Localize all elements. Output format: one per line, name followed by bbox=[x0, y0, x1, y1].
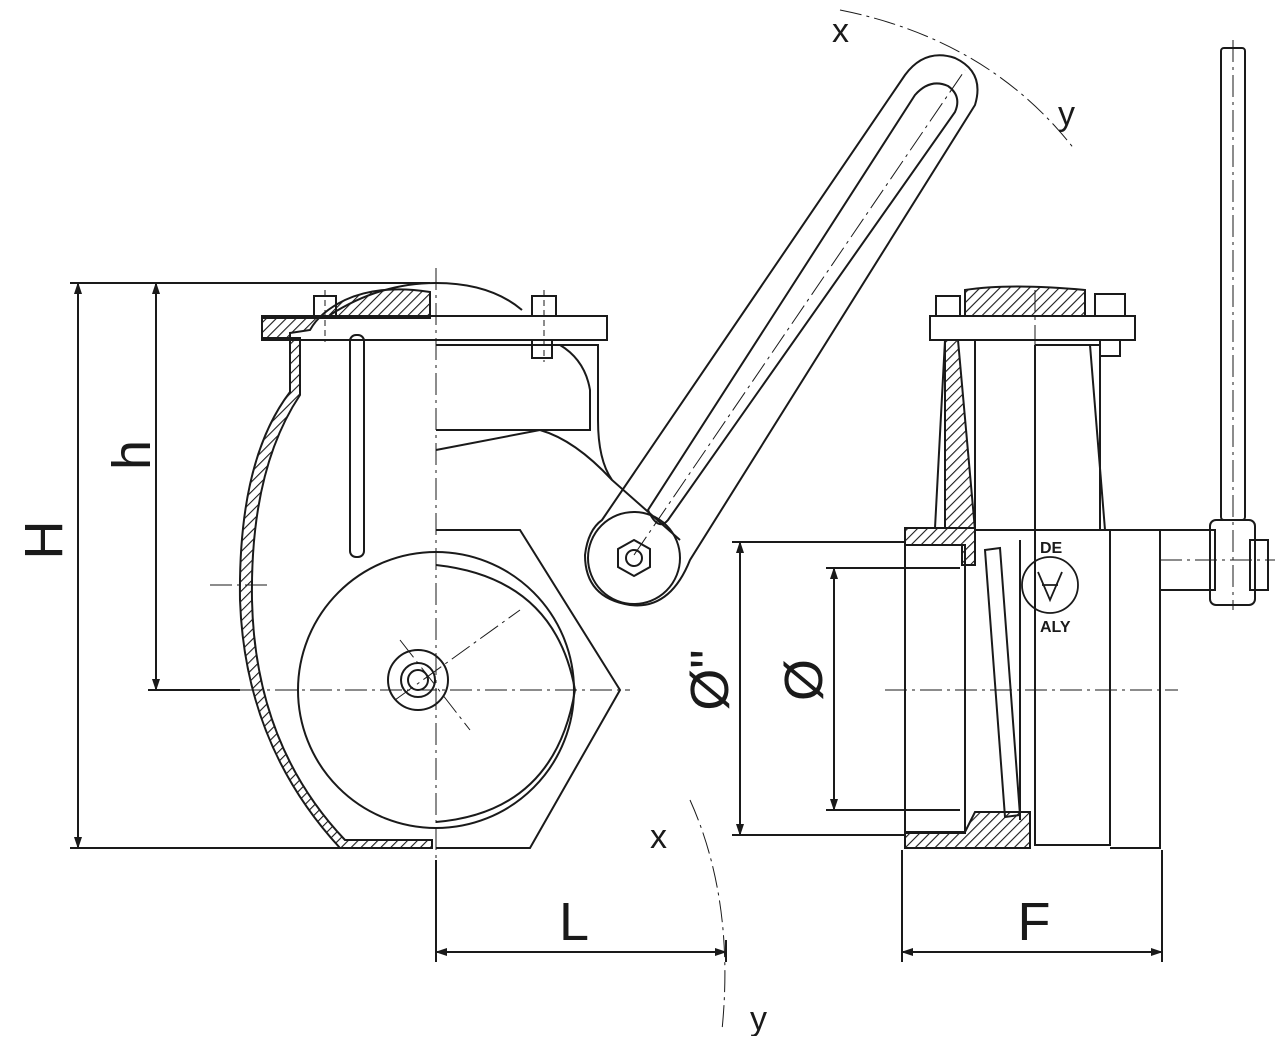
dim-label-H: H bbox=[14, 521, 74, 560]
body-section-hatch bbox=[238, 288, 433, 849]
socket-hatch-bottom bbox=[904, 811, 1031, 849]
gate-plate bbox=[983, 546, 1022, 819]
front-cover bbox=[964, 285, 1086, 317]
front-view-body bbox=[904, 47, 1269, 849]
lever-outline bbox=[583, 54, 979, 607]
logo-text-top: DE bbox=[1040, 540, 1063, 557]
maker-logo bbox=[1021, 556, 1079, 614]
bolt-right bbox=[531, 290, 557, 362]
dim-label-phi-inner: Ø bbox=[774, 659, 834, 701]
front-bolt-left bbox=[935, 295, 961, 317]
front-flange bbox=[929, 315, 1136, 341]
top-flange bbox=[261, 315, 608, 341]
center-lines-right bbox=[885, 40, 1275, 691]
stem-ring-outer bbox=[387, 649, 449, 711]
socket-opening bbox=[904, 544, 966, 834]
body-outer-right bbox=[436, 344, 681, 849]
axis-label-y-top: y bbox=[1058, 95, 1075, 133]
dim-label-L: L bbox=[559, 892, 589, 952]
hex-bolt bbox=[617, 538, 651, 578]
axis-label-x-bottom: x bbox=[650, 818, 667, 856]
neck-shape bbox=[436, 344, 591, 431]
lever-inner-slot bbox=[646, 82, 959, 526]
logo-text-bottom: ALY bbox=[1040, 619, 1071, 636]
dimension-lines-left bbox=[70, 282, 727, 962]
bolt-left bbox=[313, 290, 337, 342]
swing-arc-bottom bbox=[689, 799, 726, 1031]
side-view-body bbox=[238, 281, 681, 849]
dimension-lines-right bbox=[732, 541, 1163, 962]
dim-label-F: F bbox=[1018, 892, 1051, 952]
handle-lever bbox=[583, 54, 979, 607]
axis-label-y-bottom: y bbox=[750, 1000, 767, 1036]
inner-slot bbox=[349, 334, 365, 558]
front-body-rect bbox=[1034, 529, 1111, 846]
lever-pivot bbox=[587, 511, 681, 605]
axis-label-x-top: x bbox=[832, 12, 849, 50]
dim-label-h: h bbox=[102, 440, 162, 470]
dim-label-phi-outer: Ø" bbox=[680, 649, 740, 710]
swing-arc-top bbox=[839, 9, 1076, 151]
ball-inner-arc bbox=[435, 564, 577, 823]
front-bolt-right bbox=[1094, 293, 1126, 317]
center-lines-left bbox=[205, 268, 630, 880]
